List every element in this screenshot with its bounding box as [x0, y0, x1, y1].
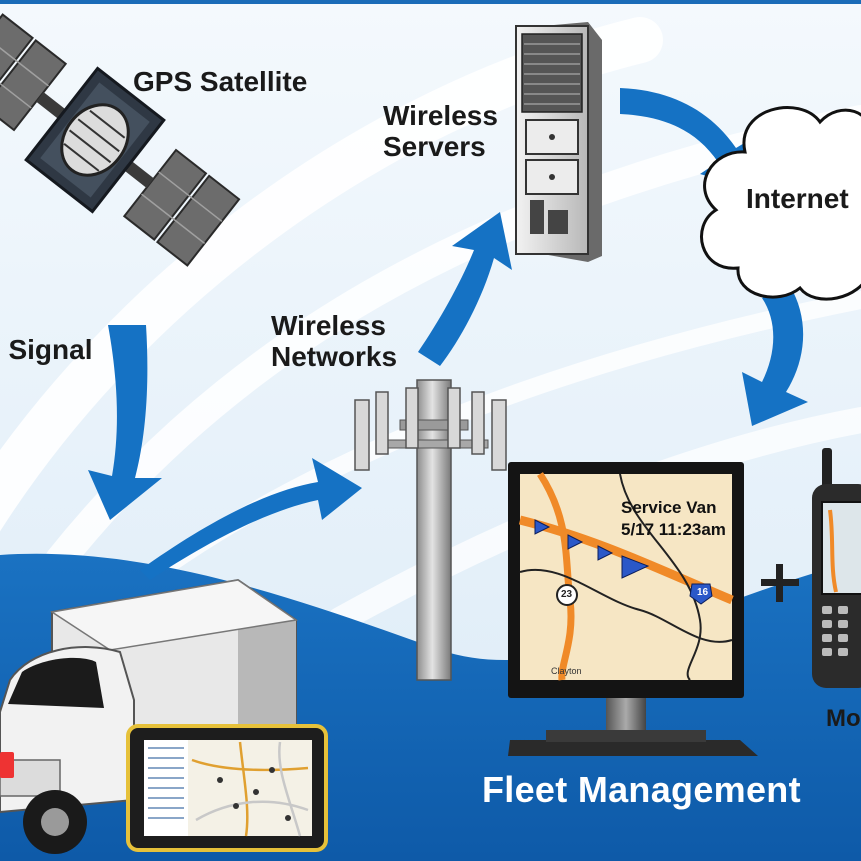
cloud-icon [700, 106, 861, 301]
top-border [0, 0, 861, 4]
plus-icon [761, 564, 799, 602]
route-16-badge: 16 [697, 587, 709, 598]
fleet-management-label: Fleet Management [482, 769, 801, 810]
map-timestamp: 5/17 11:23am [621, 520, 726, 539]
gps-signal-label: S Signal [0, 334, 93, 365]
route-23-badge: 23 [561, 589, 573, 600]
wireless-networks-label: Wireless Networks [271, 310, 398, 373]
map-title: Service Van [621, 498, 717, 517]
gps-satellite-label: GPS Satellite [133, 66, 308, 97]
server-icon [515, 22, 602, 262]
internet-label: Internet [746, 183, 849, 214]
monitor-icon [508, 462, 758, 756]
map-town-label: Clayton [551, 666, 582, 676]
mobile-phone-icon [812, 448, 861, 688]
mobile-label: Mo [826, 705, 861, 732]
wireless-servers-label: Wireless Servers [383, 100, 498, 163]
cell-tower-icon [354, 379, 507, 681]
rugged-tablet-icon [126, 724, 328, 852]
gps-satellite-icon [0, 13, 241, 267]
